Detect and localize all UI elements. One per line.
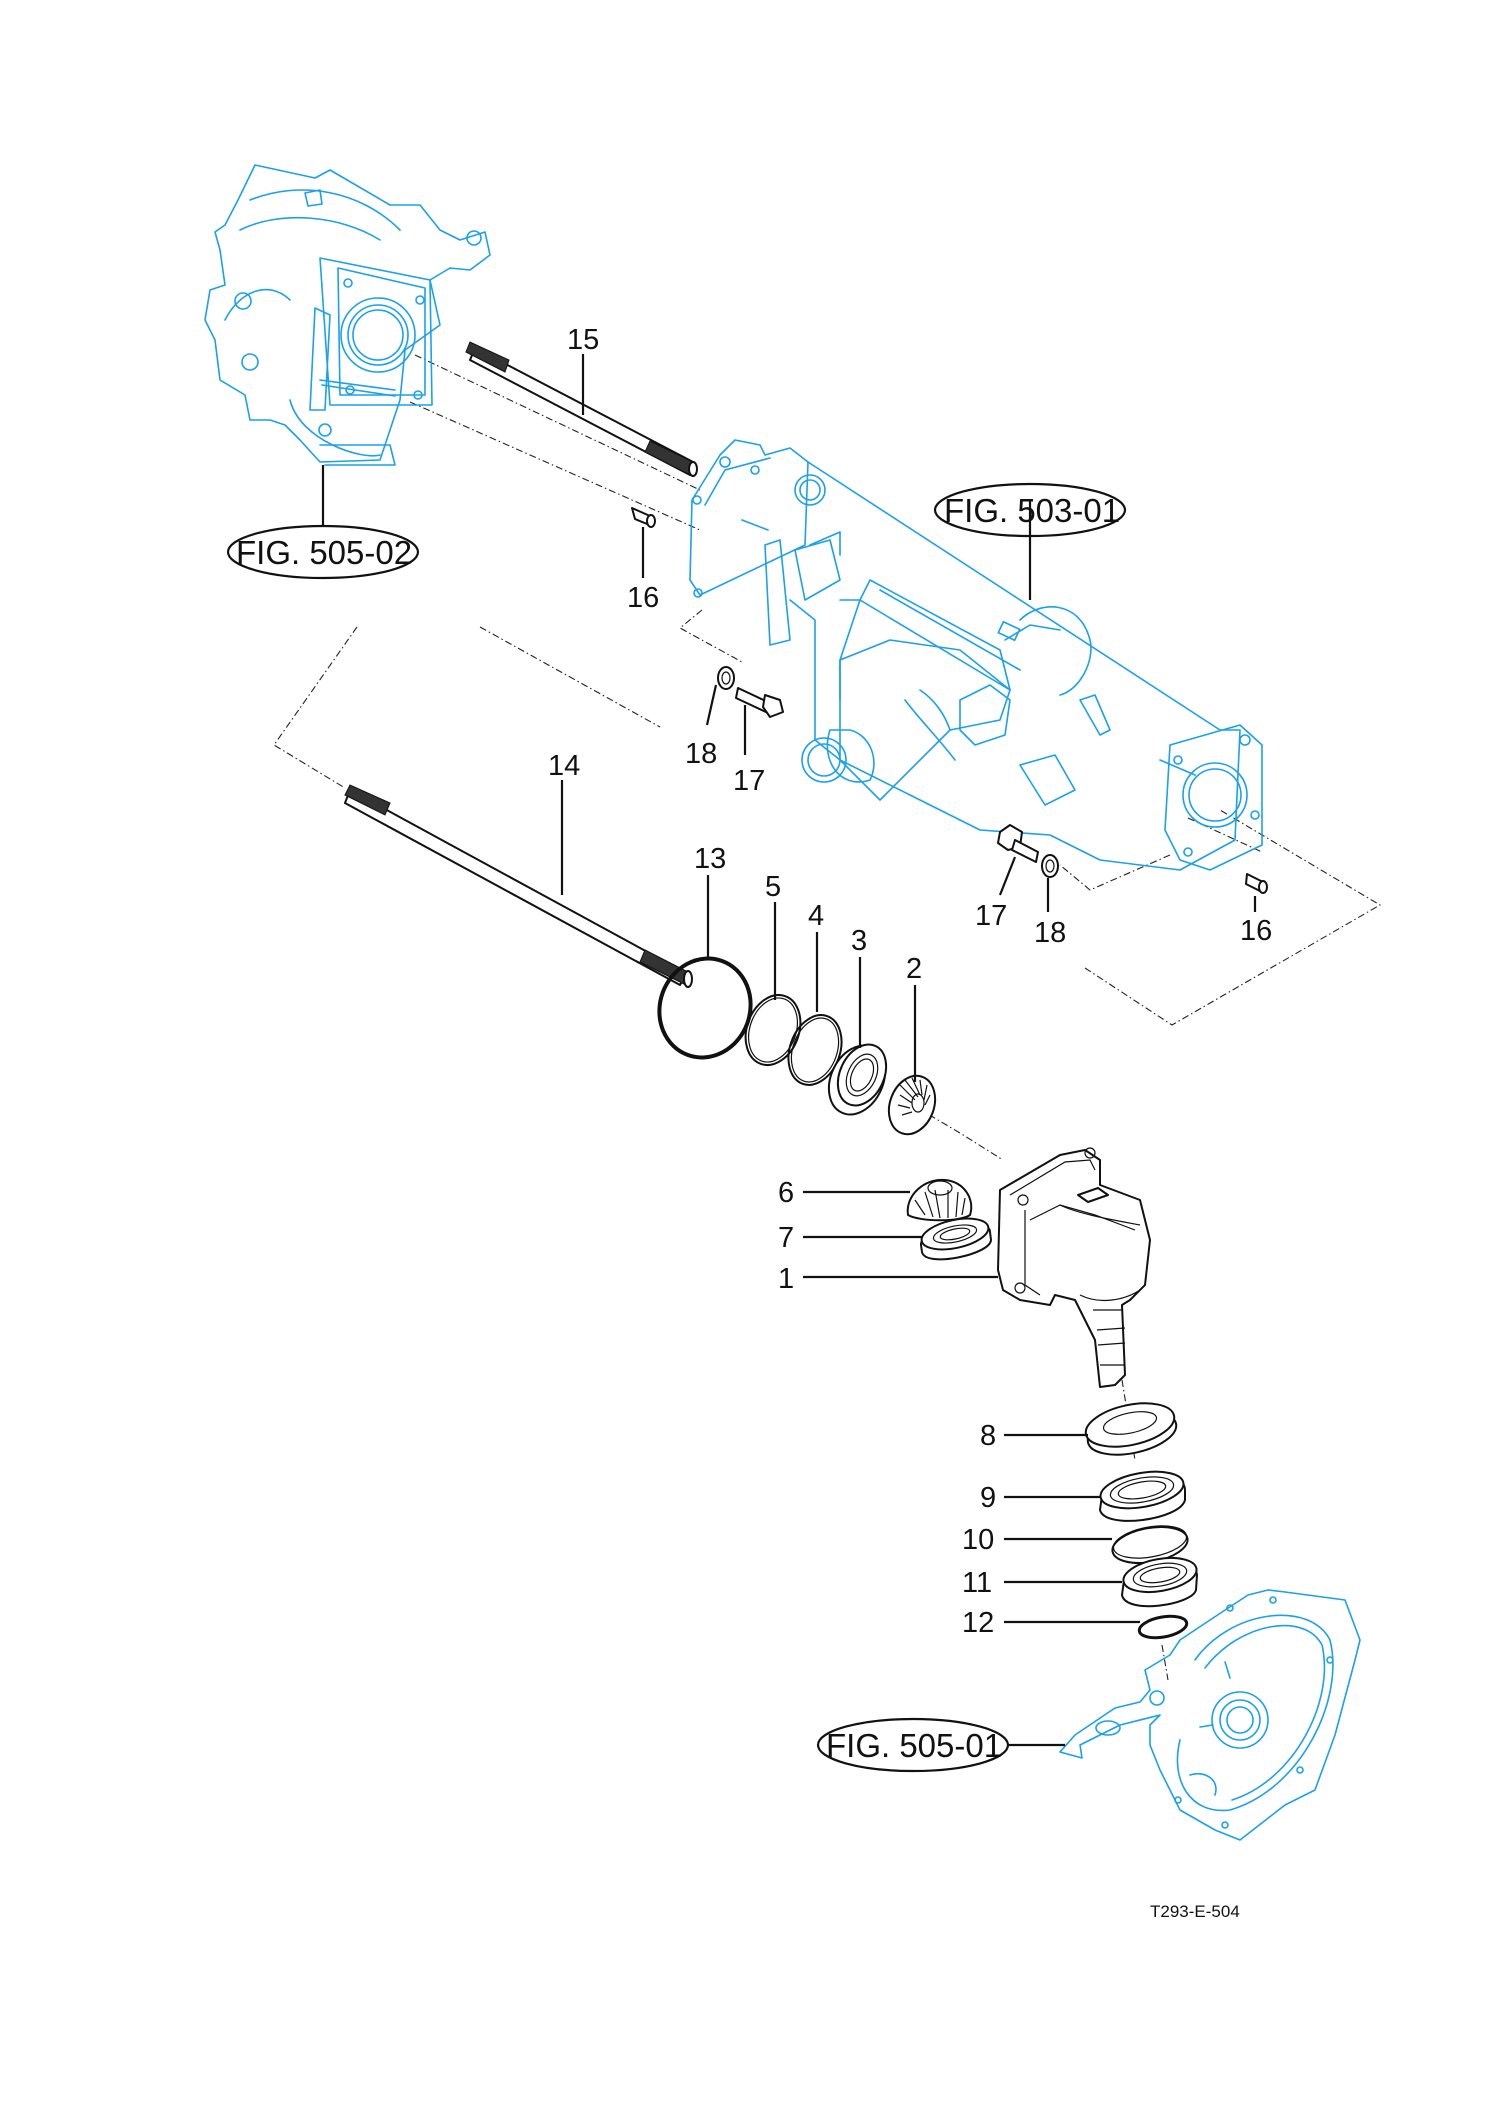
figure-reference-505-01[interactable]: FIG. 505-01 [816,1717,1010,1773]
part-15-axle-shaft [465,341,698,477]
figure-reference-label: FIG. 505-02 [236,534,412,571]
callout-10: 10 [962,1524,994,1556]
callout-16: 16 [627,582,659,614]
part-6-bevel-gear [906,1178,973,1222]
callout-13: 13 [694,843,726,875]
part-17-bolt-left [735,687,784,718]
part-12-snap-ring [1137,1614,1189,1640]
callout-4: 4 [808,900,824,932]
callout-17-right: 17 [975,900,1007,932]
callout-1: 1 [778,1263,794,1295]
callout-15: 15 [567,324,599,356]
part-18-washer-left [717,666,735,690]
part-16-dowel-pin-right [1245,873,1268,894]
callout-17: 17 [733,765,765,797]
part-1-gear-case [997,1147,1151,1388]
callout-6: 6 [778,1177,794,1209]
part-7-oil-seal [919,1217,992,1261]
callout-5: 5 [765,871,781,903]
figure-reference-505-02[interactable]: FIG. 505-02 [226,524,420,580]
part-11-bearing [1121,1556,1198,1608]
callout-7: 7 [778,1222,794,1254]
part-14-axle-shaft [344,784,693,988]
part-5-snap-ring [744,994,802,1066]
callout-2: 2 [906,953,922,985]
callout-16-right: 16 [1240,915,1272,947]
callout-numbers: 15 16 14 13 18 17 5 4 3 2 6 7 1 8 9 10 1… [548,324,1272,1639]
figure-reference-label: FIG. 503-01 [944,492,1120,529]
drawing-code: T293-E-504 [1150,1902,1240,1921]
callout-11: 11 [962,1567,992,1599]
part-16-dowel-pin [631,507,656,528]
part-8-seal-ring [1084,1402,1178,1456]
leader-lines [321,354,1257,1747]
housing-505-02 [204,164,491,466]
part-9-bearing [1099,1470,1186,1522]
figure-reference-label: FIG. 505-01 [826,1727,1002,1764]
callout-18-right: 18 [1034,917,1066,949]
callout-8: 8 [980,1420,996,1452]
callout-9: 9 [980,1482,996,1514]
callout-12: 12 [962,1607,994,1639]
callout-14: 14 [548,750,580,782]
part-18-washer-right [1041,854,1059,878]
assembly-guide-lines [273,354,1382,1681]
housing-505-01 [1059,1589,1361,1841]
callout-3: 3 [851,925,867,957]
callout-18: 18 [685,738,717,770]
figure-reference-503-01[interactable]: FIG. 503-01 [933,482,1127,538]
part-4-shim-ring [787,1014,843,1086]
part-17-bolt-right [997,824,1039,863]
part-2-bevel-gear [887,1074,937,1136]
axle-housing-503-01 [689,439,1263,871]
part-3-bearing [827,1043,888,1116]
